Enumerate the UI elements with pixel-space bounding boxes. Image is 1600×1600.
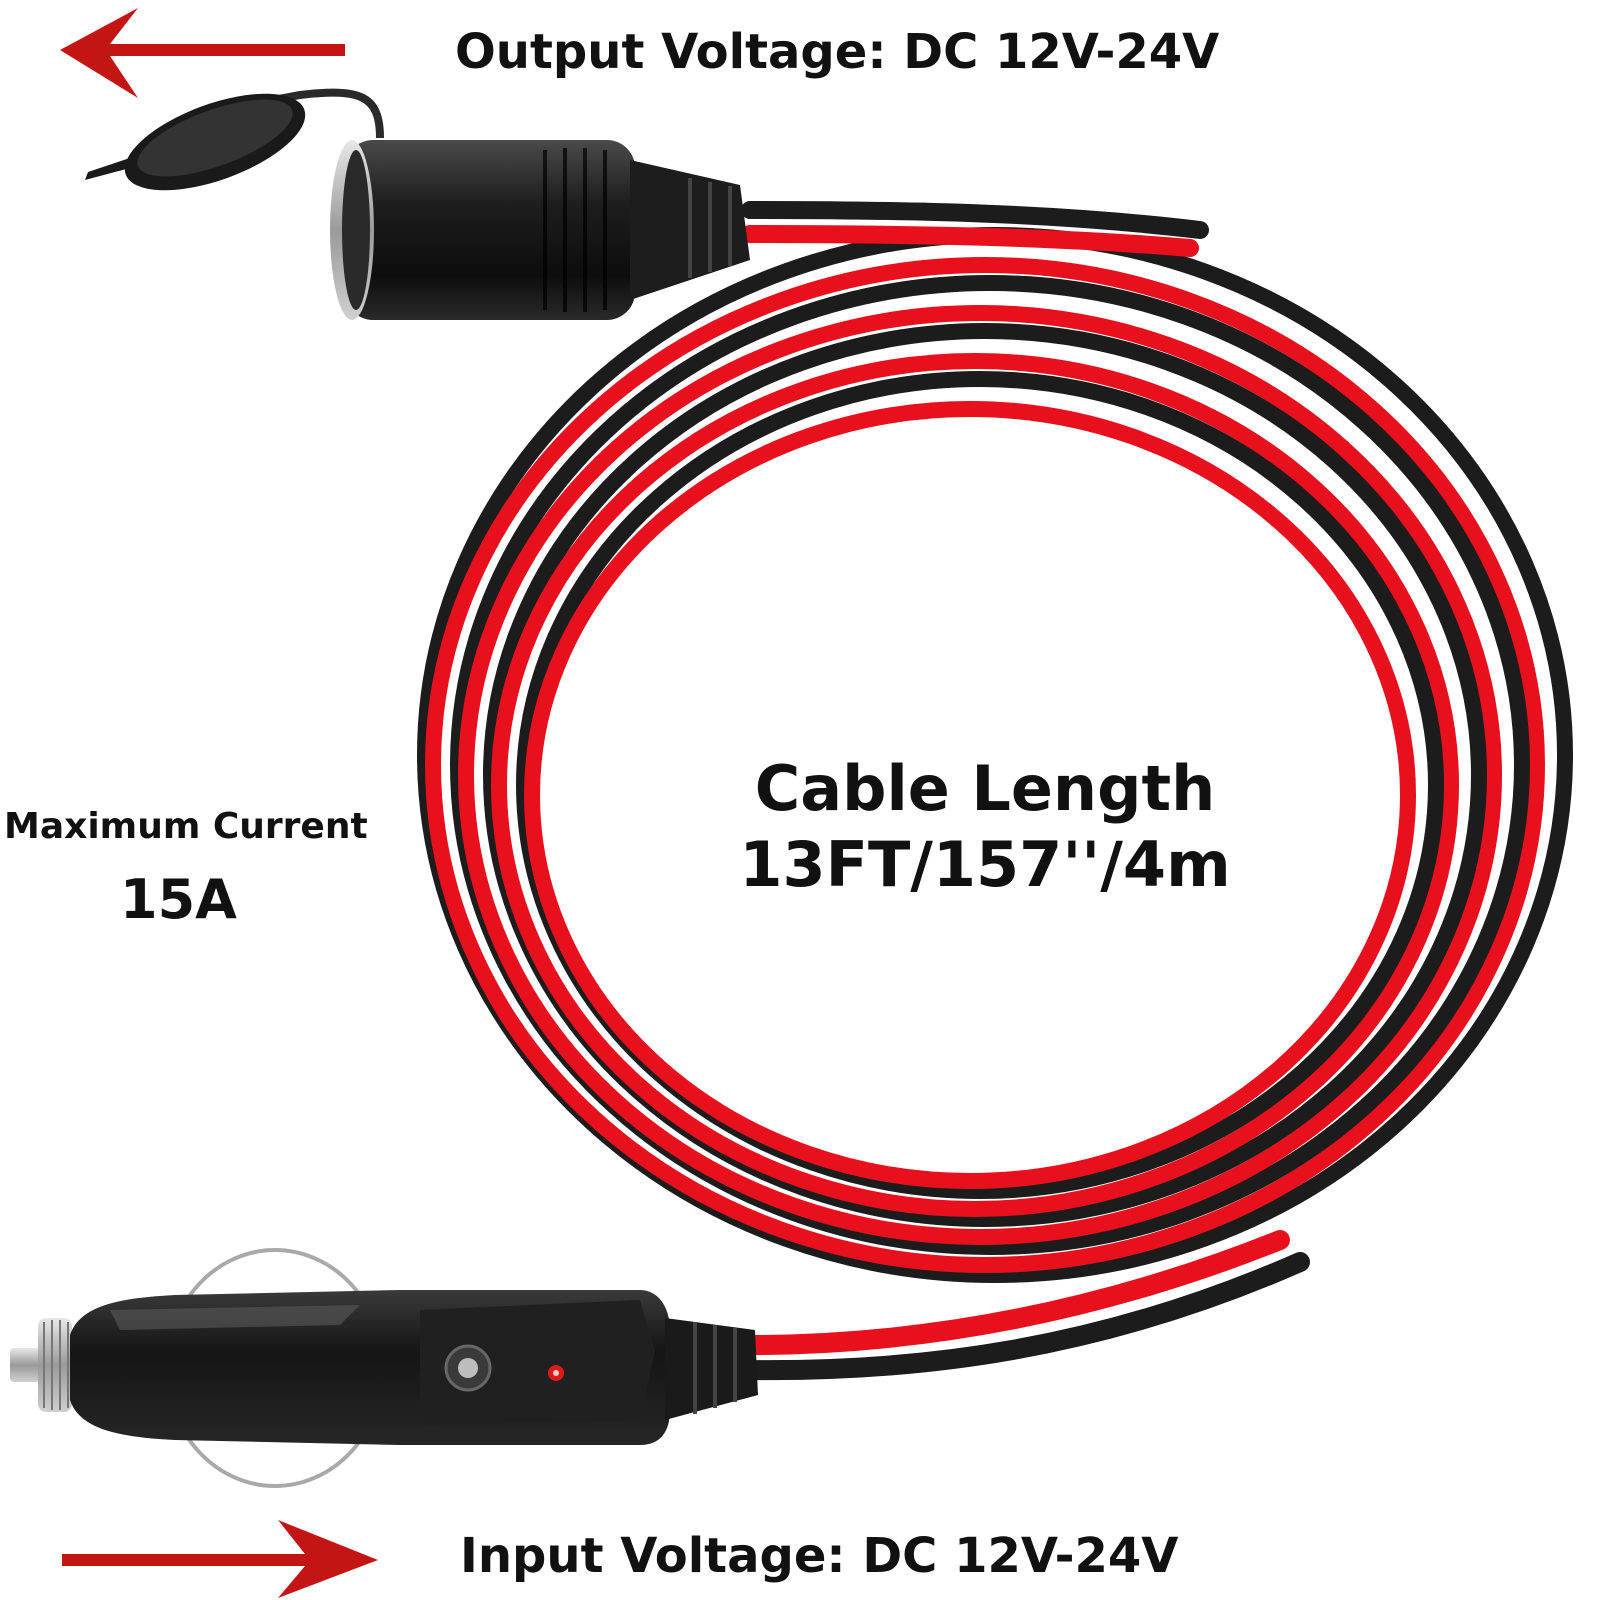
plug-body-highlight bbox=[110, 1305, 360, 1330]
plug-lead-red bbox=[740, 1230, 1290, 1355]
cable-loop-2-black bbox=[450, 275, 1530, 1255]
socket-cap-rim bbox=[137, 99, 293, 177]
plug-strain-rings bbox=[693, 1322, 737, 1414]
output-arrow-shape bbox=[60, 8, 345, 98]
cable-loop-3-black bbox=[483, 323, 1487, 1227]
socket-ribs bbox=[543, 148, 607, 312]
socket-lead-black bbox=[741, 201, 1209, 239]
arrow-right-icon bbox=[62, 1520, 378, 1598]
plug-tip-pin bbox=[10, 1348, 40, 1382]
cable-loop-4-black bbox=[516, 371, 1444, 1199]
socket-cap-tab bbox=[85, 158, 130, 180]
cable-coil bbox=[417, 201, 1573, 1381]
arrow-left-icon bbox=[60, 8, 345, 98]
cigarette-plug-icon bbox=[10, 1248, 758, 1488]
max-current-title: Maximum Current bbox=[4, 806, 368, 847]
cable-loop-4-red bbox=[524, 401, 1416, 1189]
plug-tip-knurl bbox=[43, 1320, 69, 1410]
max-current-value: 15A bbox=[120, 868, 237, 931]
plug-led-highlight bbox=[553, 1370, 559, 1376]
input-arrow-shape bbox=[62, 1520, 378, 1598]
cable-length-value: 13FT/157''/4m bbox=[739, 828, 1231, 901]
input-voltage-label: Input Voltage: DC 12V-24V bbox=[460, 1528, 1179, 1584]
cable-loop-outer-red bbox=[425, 257, 1545, 1273]
output-voltage-label: Output Voltage: DC 12V-24V bbox=[455, 24, 1220, 80]
socket-mouth-inner bbox=[342, 150, 370, 310]
cable-loop-3-red bbox=[491, 353, 1459, 1217]
plug-tip-cap bbox=[38, 1318, 72, 1412]
plug-face-panel bbox=[420, 1300, 655, 1425]
cable-loop-2-red bbox=[458, 305, 1502, 1245]
socket-cap-strap bbox=[229, 88, 384, 139]
cigarette-socket-icon bbox=[85, 88, 750, 320]
socket-lead-red bbox=[741, 225, 1199, 257]
cable-length-title: Cable Length bbox=[754, 752, 1216, 825]
socket-body bbox=[345, 140, 635, 320]
socket-strain-rings bbox=[688, 178, 732, 278]
plug-strain-relief bbox=[665, 1318, 758, 1420]
plug-lead-black bbox=[740, 1252, 1310, 1381]
plug-button-center bbox=[458, 1358, 478, 1378]
